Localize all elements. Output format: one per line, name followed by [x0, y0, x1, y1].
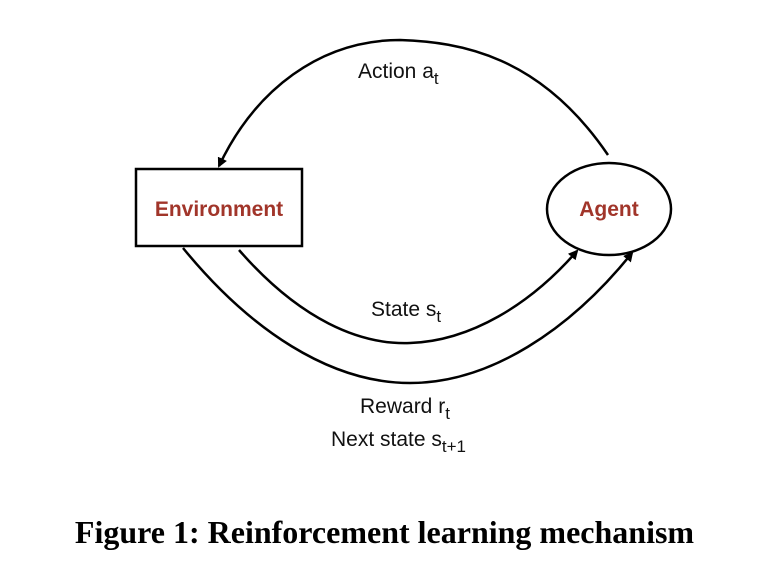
environment-label: Environment — [155, 198, 283, 221]
figure-caption: Figure 1: Reinforcement learning mechani… — [74, 514, 695, 550]
action-label: Action at — [358, 60, 439, 88]
next-state-label: Next state st+1 — [331, 428, 466, 456]
state-label: State st — [371, 298, 441, 326]
state-arrow — [238, 249, 579, 345]
agent-ellipse — [545, 161, 673, 257]
agent-label: Agent — [579, 198, 639, 221]
reward-label: Reward rt — [360, 395, 450, 423]
reward-arrow — [182, 247, 634, 385]
action-arrow — [217, 38, 610, 168]
environment-box — [134, 167, 304, 248]
